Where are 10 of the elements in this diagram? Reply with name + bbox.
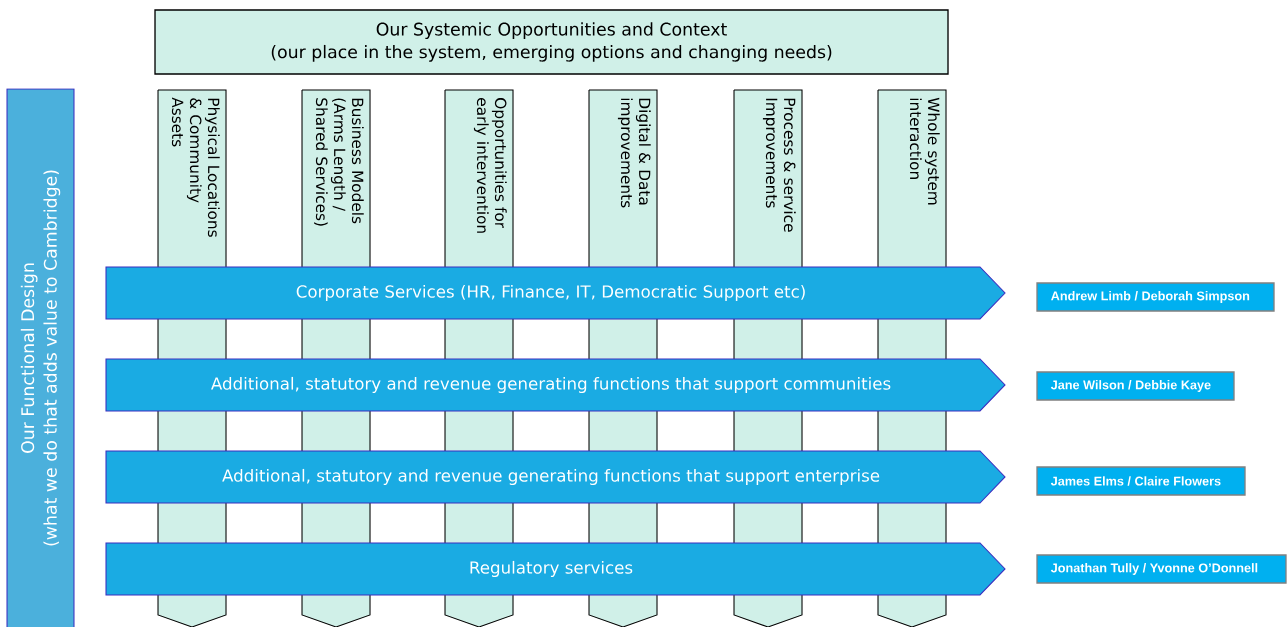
name-box: Jonathan Tully / Yvonne O’Donnell (1036, 554, 1287, 584)
arrow-band: Additional, statutory and revenue generating functions that support enterprise (105, 450, 1006, 504)
name-box: Jane Wilson / Debbie Kaye (1036, 371, 1235, 401)
side-band: Our Functional Design (what we do that adds value to Cambridge) (6, 88, 75, 627)
name-box: James Elms / Claire Flowers (1036, 466, 1246, 496)
arrow-band: Regulatory services (105, 542, 1006, 596)
arrow-band: Additional, statutory and revenue generating functions that support communities (105, 358, 1006, 412)
arrow-band: Corporate Services (HR, Finance, IT, Democratic Support etc) (105, 266, 1006, 320)
context-box: Our Systemic Opportunities and Context (our place in the system, emerging options and changing needs) (154, 9, 949, 75)
name-box: Andrew Limb / Deborah Simpson (1036, 282, 1275, 312)
